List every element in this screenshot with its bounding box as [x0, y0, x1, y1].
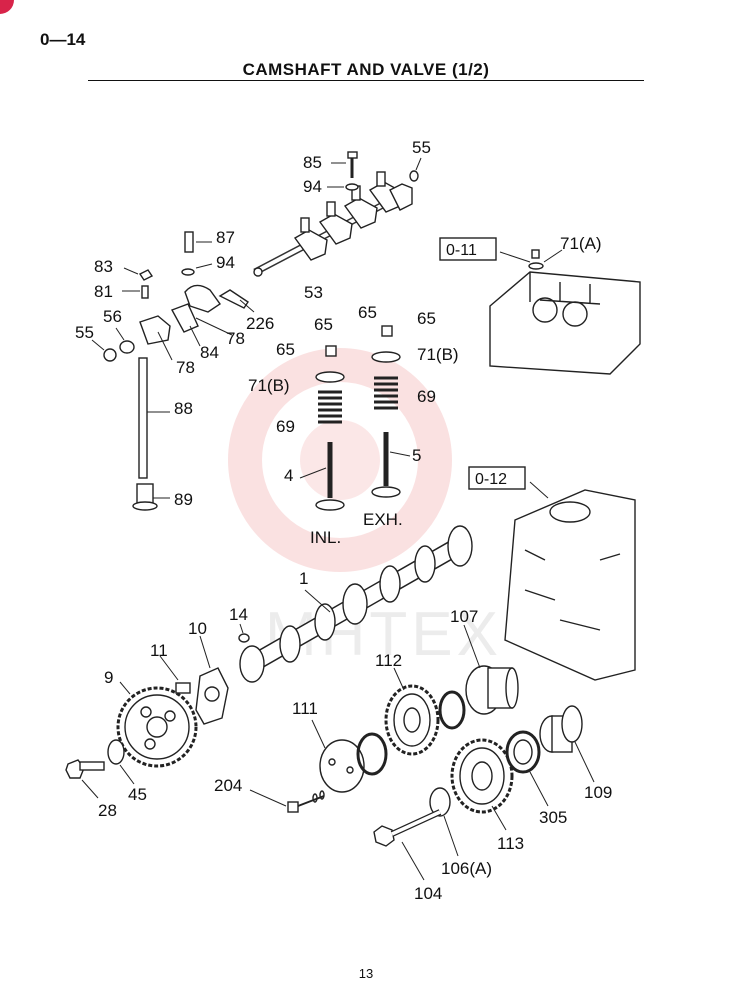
callout-78-right: 78	[226, 329, 245, 348]
callout-69-right: 69	[417, 387, 436, 406]
callout-65-b: 65	[276, 340, 295, 359]
thrust-washer-111	[311, 719, 365, 793]
callout-55-top: 55	[412, 138, 431, 157]
page-number: 13	[358, 966, 374, 981]
callout-109: 109	[584, 783, 612, 802]
callout-112: 112	[375, 651, 402, 670]
callout-28: 28	[98, 801, 117, 820]
callout-85: 85	[303, 153, 322, 172]
push-rod-group	[132, 357, 170, 511]
callout-84: 84	[200, 343, 219, 362]
callout-88: 88	[174, 399, 193, 418]
callout-11: 11	[150, 641, 168, 660]
callout-226: 226	[246, 314, 274, 333]
inlet-valve-assembly	[299, 345, 345, 511]
callout-89: 89	[174, 490, 193, 509]
ring-left	[356, 732, 388, 776]
gear-113	[450, 738, 514, 831]
callout-94-top: 94	[303, 177, 322, 196]
camshaft-gear-9	[116, 681, 198, 768]
ref-box-cylinder-block	[468, 466, 526, 490]
exhaust-valve-assembly	[371, 325, 411, 498]
bolt-204	[249, 789, 325, 813]
ref-cylinder-head: 0-11	[446, 242, 477, 259]
callout-87: 87	[216, 228, 235, 247]
callout-55-left: 55	[75, 323, 94, 342]
callout-106a: 106(A)	[441, 859, 492, 878]
callout-65-a: 65	[314, 315, 333, 334]
callout-71a: 71(A)	[560, 234, 602, 253]
bolt-85-group	[327, 151, 422, 191]
callout-107: 107	[450, 607, 478, 626]
cylinder-block-illustration	[504, 481, 636, 681]
camshaft	[239, 525, 473, 683]
ring-right	[438, 690, 466, 730]
callout-65-d: 65	[417, 309, 436, 328]
callout-56: 56	[103, 307, 122, 326]
ref-box-cylinder-head	[439, 237, 497, 261]
bolt-28-washer-45	[65, 739, 135, 799]
callout-9: 9	[104, 668, 113, 687]
washer-106a	[429, 787, 459, 857]
callout-104: 104	[414, 884, 442, 903]
key-14	[238, 623, 250, 643]
bushing-109	[539, 705, 595, 783]
callout-81: 81	[94, 282, 113, 301]
page-code: 0—14	[40, 30, 86, 49]
callout-71b-left: 71(B)	[248, 376, 290, 395]
callout-305: 305	[539, 808, 567, 827]
bolt-104	[373, 809, 442, 881]
callout-4: 4	[284, 466, 293, 485]
cylinder-head-illustration	[489, 249, 641, 375]
callout-53: 53	[304, 283, 323, 302]
callout-83: 83	[94, 257, 113, 276]
left-rocker-group	[91, 231, 255, 362]
callout-94-left: 94	[216, 253, 235, 272]
callout-69-left: 69	[276, 417, 295, 436]
thrust-plate-10	[159, 635, 229, 725]
label-inlet-valve: INL.	[310, 528, 341, 547]
label-exhaust-valve: EXH.	[363, 510, 403, 529]
title-rule	[88, 80, 644, 81]
callout-10: 10	[188, 619, 207, 638]
ref-cylinder-block: 0-12	[475, 471, 507, 488]
callout-5: 5	[412, 446, 421, 465]
page-title: CAMSHAFT AND VALVE (1/2)	[242, 60, 490, 79]
rocker-shaft-assembly	[253, 171, 413, 277]
callout-113: 113	[497, 834, 524, 853]
callout-65-c: 65	[358, 303, 377, 322]
callout-78-left: 78	[176, 358, 195, 377]
callout-45: 45	[128, 785, 147, 804]
callout-14: 14	[229, 605, 248, 624]
callout-71b-right: 71(B)	[417, 345, 459, 364]
idler-gear-112	[384, 667, 440, 756]
idler-shaft-107	[463, 624, 519, 715]
callout-1: 1	[299, 569, 308, 588]
callout-111: 111	[292, 699, 318, 718]
seal-305	[505, 730, 549, 807]
callout-204: 204	[214, 776, 242, 795]
